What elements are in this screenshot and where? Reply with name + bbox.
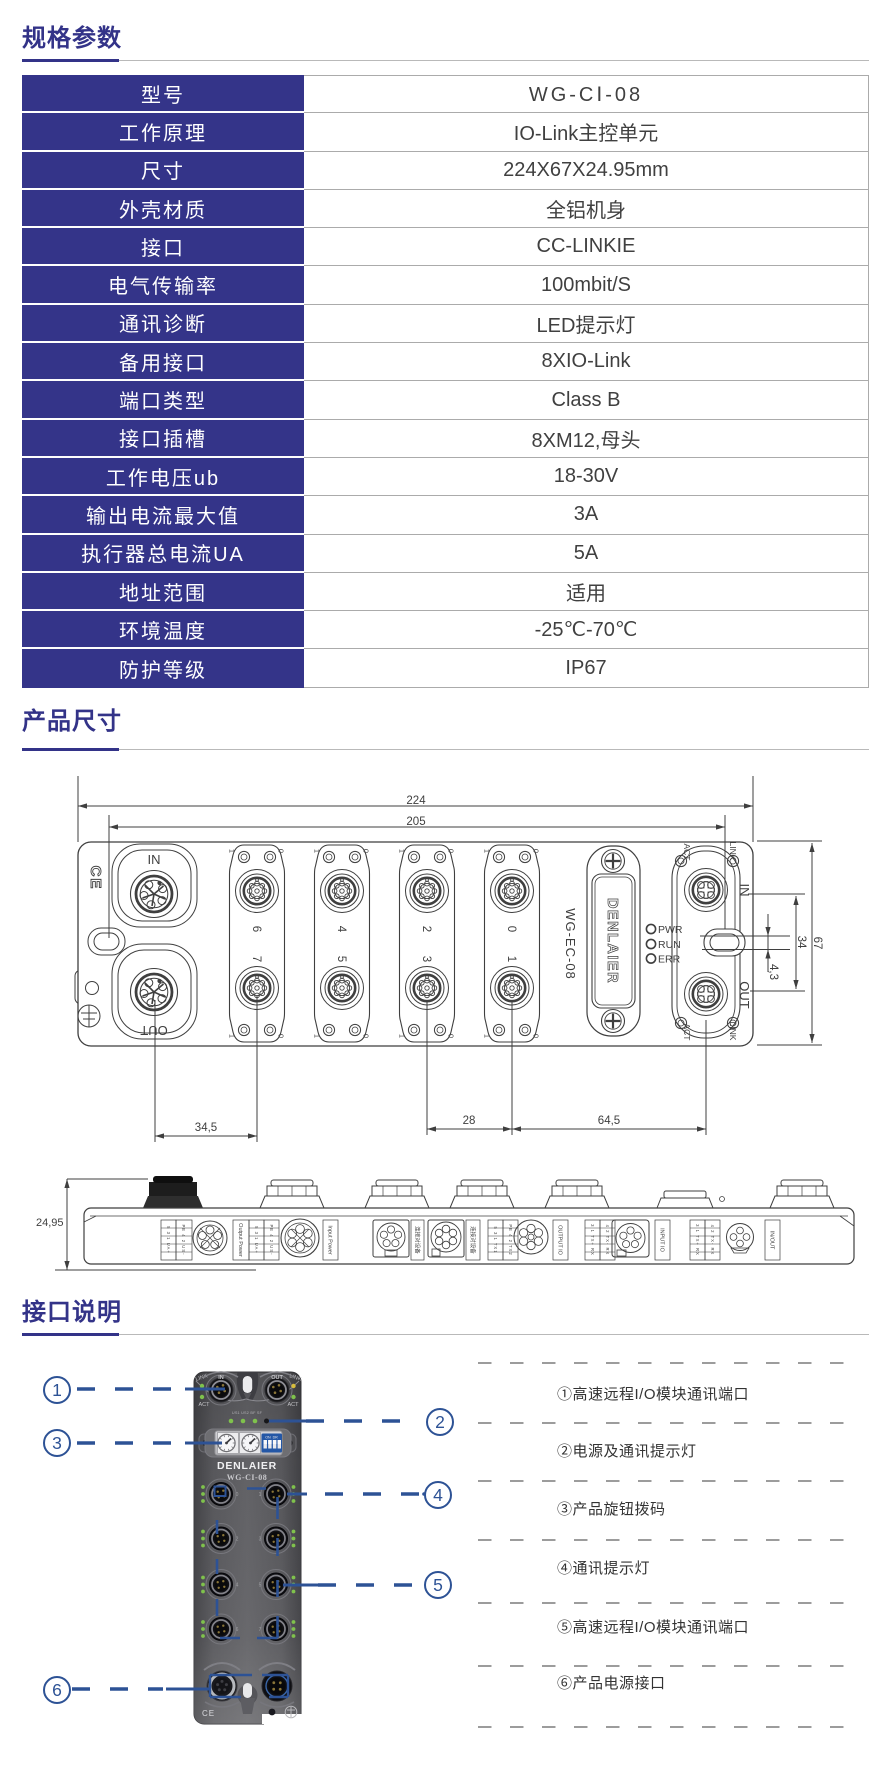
- svg-text:WG-EC-08: WG-EC-08: [563, 908, 578, 980]
- svg-text:ACT: ACT: [682, 1024, 692, 1041]
- svg-text:7: 7: [259, 1627, 262, 1633]
- svg-text:1: 1: [228, 1034, 237, 1038]
- svg-text:0: 0: [277, 1034, 286, 1038]
- svg-text:LINK: LINK: [728, 842, 738, 861]
- svg-text:PE 4 2 TX2: PE 4 2 TX2: [508, 1224, 513, 1255]
- svg-text:OUTPUT IO: OUTPUT IO: [557, 1225, 563, 1256]
- svg-text:34,5: 34,5: [195, 1122, 217, 1134]
- svg-text:5 3 1 UA+: 5 3 1 UA+: [166, 1226, 171, 1254]
- svg-text:DENLAIER: DENLAIER: [217, 1460, 277, 1472]
- svg-text:RUN: RUN: [658, 939, 681, 951]
- svg-text:4: 4: [433, 1485, 443, 1505]
- svg-text:224: 224: [406, 795, 426, 807]
- svg-text:OUT: OUT: [271, 1375, 283, 1381]
- svg-text:0: 0: [447, 1034, 456, 1038]
- svg-text:LINK: LINK: [289, 1373, 303, 1383]
- svg-text:0: 0: [362, 849, 371, 853]
- svg-text:ON DR: ON DR: [265, 1436, 278, 1440]
- svg-text:64,5: 64,5: [598, 1115, 620, 1127]
- svg-text:67: 67: [811, 937, 823, 950]
- svg-text:3 1 TX+ RX: 3 1 TX+ RX: [695, 1224, 700, 1256]
- svg-text:ACT: ACT: [288, 1402, 300, 1408]
- svg-text:1: 1: [52, 1380, 62, 1400]
- svg-text:1: 1: [228, 849, 237, 853]
- svg-text:0: 0: [362, 1034, 371, 1038]
- svg-text:6: 6: [236, 1627, 239, 1633]
- svg-text:1: 1: [259, 1492, 262, 1498]
- svg-text:OUT: OUT: [737, 981, 752, 1009]
- svg-text:34: 34: [795, 936, 807, 949]
- svg-text:WG-CI-08: WG-CI-08: [227, 1473, 267, 1482]
- svg-text:4 2 TX- RX: 4 2 TX- RX: [710, 1225, 715, 1256]
- svg-text:IN: IN: [218, 1375, 224, 1381]
- svg-text:OUT: OUT: [140, 1023, 168, 1038]
- svg-text:PE 4 2 US-: PE 4 2 US-: [181, 1225, 186, 1256]
- svg-text:2: 2: [420, 926, 432, 932]
- svg-text:1: 1: [398, 849, 407, 853]
- svg-text:CE: CE: [87, 866, 104, 891]
- svg-text:0: 0: [505, 926, 517, 932]
- svg-text:0: 0: [532, 1034, 541, 1038]
- svg-text:INPUT IO: INPUT IO: [659, 1228, 665, 1252]
- svg-text:IN: IN: [737, 884, 752, 897]
- svg-text:5 3 1 UA+: 5 3 1 UA+: [254, 1226, 259, 1254]
- svg-text:1: 1: [483, 849, 492, 853]
- svg-text:3: 3: [420, 956, 432, 962]
- svg-text:3: 3: [259, 1537, 262, 1543]
- svg-text:5: 5: [335, 956, 347, 962]
- svg-text:4: 4: [236, 1583, 239, 1589]
- svg-text:1: 1: [398, 1034, 407, 1038]
- svg-text:0: 0: [532, 849, 541, 853]
- svg-text:Input Power: Input Power: [327, 1225, 333, 1255]
- svg-text:4 2 TX- RX: 4 2 TX- RX: [605, 1225, 610, 1256]
- svg-text:1: 1: [313, 1034, 322, 1038]
- svg-text:2: 2: [435, 1412, 445, 1432]
- svg-text:5 3 1 TX1: 5 3 1 TX1: [493, 1226, 498, 1253]
- svg-text:US1 US2 BF SF: US1 US2 BF SF: [232, 1411, 263, 1415]
- svg-text:205: 205: [406, 816, 425, 828]
- svg-text:0: 0: [447, 849, 456, 853]
- svg-text:4: 4: [335, 926, 347, 933]
- svg-text:7: 7: [250, 956, 262, 962]
- svg-text:连接对设备: 连接对设备: [414, 1226, 422, 1254]
- svg-text:3 1 TX+ RX: 3 1 TX+ RX: [590, 1224, 595, 1256]
- svg-text:DENLAIER: DENLAIER: [604, 898, 620, 984]
- svg-text:ACT: ACT: [199, 1402, 211, 1408]
- svg-text:CE: CE: [202, 1709, 215, 1718]
- svg-text:PWR: PWR: [658, 924, 683, 936]
- svg-text:3: 3: [52, 1433, 62, 1453]
- svg-text:0: 0: [277, 849, 286, 853]
- svg-text:LINK: LINK: [728, 1022, 738, 1041]
- svg-text:6: 6: [250, 926, 262, 932]
- svg-text:4,3: 4,3: [767, 964, 779, 980]
- svg-text:24,95: 24,95: [36, 1217, 64, 1229]
- svg-text:连接对设备: 连接对设备: [469, 1226, 477, 1254]
- svg-text:PE 4 2 US-: PE 4 2 US-: [269, 1225, 274, 1256]
- svg-text:5: 5: [259, 1583, 262, 1589]
- svg-text:IN: IN: [148, 852, 161, 867]
- svg-text:28: 28: [463, 1115, 476, 1127]
- svg-text:IN/OUT: IN/OUT: [769, 1231, 775, 1250]
- svg-text:2: 2: [236, 1537, 239, 1543]
- svg-text:Output Power: Output Power: [237, 1223, 243, 1257]
- svg-text:LINK: LINK: [195, 1373, 209, 1383]
- svg-text:ERR: ERR: [658, 954, 681, 966]
- svg-text:ACT: ACT: [682, 844, 692, 861]
- svg-text:1: 1: [505, 956, 517, 962]
- svg-text:1: 1: [313, 849, 322, 853]
- svg-text:6: 6: [52, 1680, 62, 1700]
- svg-text:1: 1: [483, 1034, 492, 1038]
- svg-text:0: 0: [236, 1492, 239, 1498]
- svg-text:5: 5: [433, 1575, 443, 1595]
